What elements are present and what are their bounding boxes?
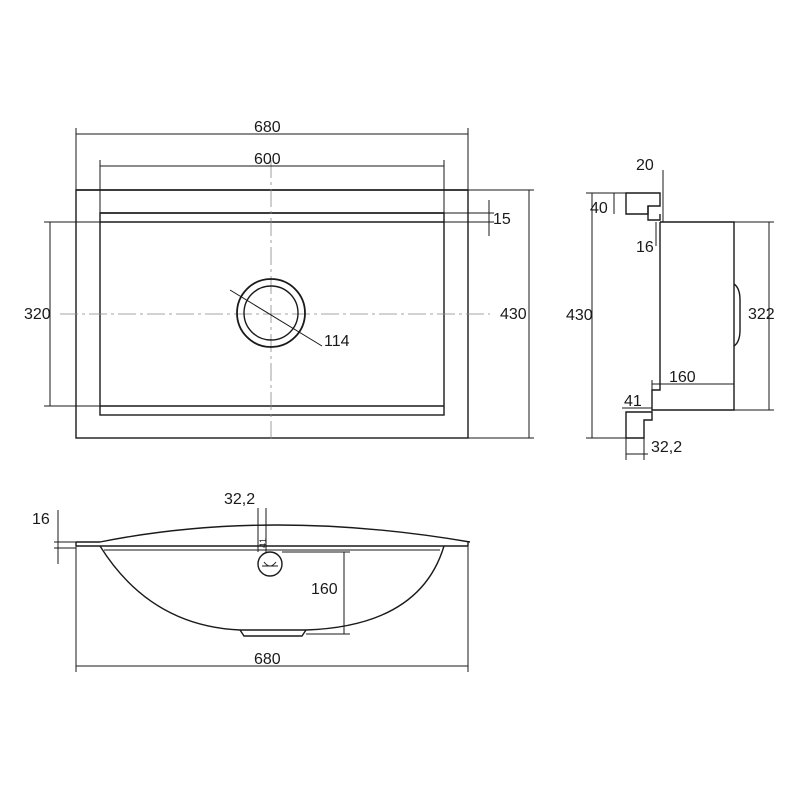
side-dim-322-label: 322 bbox=[748, 306, 775, 323]
side-dim-32-label: 32,2 bbox=[651, 439, 682, 456]
drain-outer-circle bbox=[236, 278, 306, 348]
front-view-bowl bbox=[99, 545, 445, 631]
side-dim-40-label: 40 bbox=[590, 200, 608, 217]
front-dim-16-label: 16 bbox=[32, 511, 50, 528]
side-dim-160-label: 160 bbox=[669, 369, 696, 386]
drain-diameter-leader bbox=[229, 289, 323, 347]
top-view: 114 680 600 320 430 15 bbox=[24, 119, 534, 440]
side-view-drain-bump bbox=[733, 283, 741, 347]
side-view: 430 322 20 40 16 160 41 32,2 bbox=[566, 157, 775, 460]
front-dim-680-label: 680 bbox=[254, 651, 281, 668]
dim-15-label: 15 bbox=[493, 211, 511, 228]
side-view-bottom-bracket bbox=[625, 411, 653, 439]
side-dim-16-label: 16 bbox=[636, 239, 654, 256]
side-dim-430-label: 430 bbox=[566, 307, 593, 324]
front-dim-32-label: 32,2 bbox=[224, 491, 255, 508]
front-view-drain-bottom bbox=[239, 629, 307, 637]
dim-600-label: 600 bbox=[254, 151, 281, 168]
front-dim-160-label: 160 bbox=[311, 581, 338, 598]
front-view-rim-top bbox=[99, 524, 471, 543]
drain-inner-circle bbox=[243, 285, 299, 341]
front-dim-41-label: 41 bbox=[258, 538, 268, 548]
drain-diameter-label: 114 bbox=[324, 333, 350, 350]
overflow-circle bbox=[257, 551, 283, 577]
side-view-top-bracket bbox=[625, 192, 661, 215]
side-dim-20-label: 20 bbox=[636, 157, 654, 174]
side-dim-41-label: 41 bbox=[624, 393, 642, 410]
dim-430-label: 430 bbox=[500, 306, 527, 323]
dim-320-label: 320 bbox=[24, 306, 51, 323]
front-view: 16 32,2 41 160 680 bbox=[32, 491, 471, 672]
dim-680-label: 680 bbox=[254, 119, 281, 136]
side-view-top-bracket-inner bbox=[647, 206, 661, 221]
overflow-icon bbox=[262, 561, 278, 567]
